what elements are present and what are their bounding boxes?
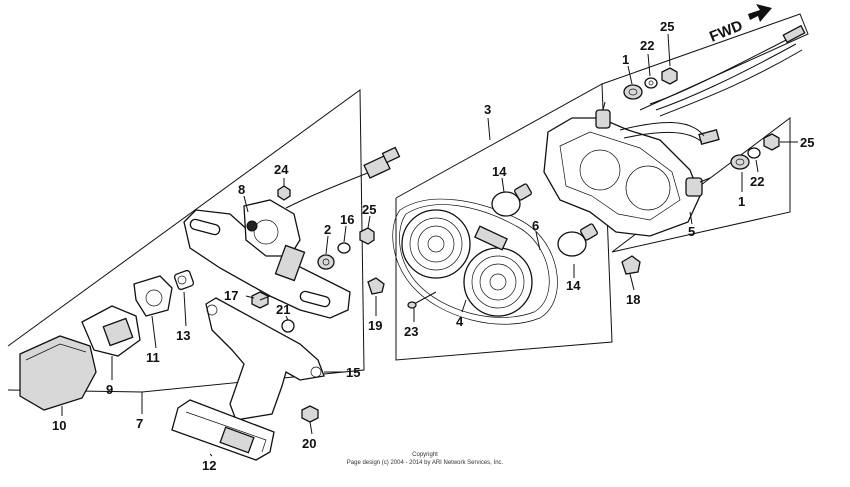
callout-labels: 1 22 25 3 14 6 14 5 25 22 1 18 23 4 24 8…	[52, 19, 814, 473]
callout-23: 23	[404, 324, 418, 339]
bulb-right	[557, 223, 598, 257]
callout-7: 7	[136, 416, 143, 431]
collar-16	[337, 242, 351, 254]
washer-22-right	[747, 147, 761, 159]
socket-13	[173, 269, 195, 291]
leader-lines	[61, 33, 798, 457]
callout-14-left: 14	[492, 164, 507, 179]
license-light-bracket	[183, 199, 351, 319]
callout-14-right: 14	[566, 278, 581, 293]
group-outline-7	[7, 89, 365, 393]
grommet-2	[317, 254, 335, 270]
grommet-1-top	[623, 84, 643, 100]
callout-20: 20	[302, 436, 316, 451]
rear-lamp-housing	[543, 101, 720, 237]
fwd-label: FWD	[707, 17, 745, 46]
callout-21: 21	[276, 302, 290, 317]
washer-22-top	[644, 77, 658, 89]
nut-25-left	[359, 227, 375, 245]
callout-1-right: 1	[738, 194, 745, 209]
clip-19	[367, 277, 385, 295]
callout-12: 12	[202, 458, 216, 473]
bulb-left	[491, 183, 532, 217]
reflector-12	[171, 399, 275, 461]
forward-direction-arrow: FWD	[707, 4, 772, 46]
nut-25-top	[661, 67, 678, 85]
callout-25-top: 25	[660, 19, 674, 34]
callout-25-right: 25	[800, 135, 814, 150]
clip-18	[621, 255, 641, 275]
wire-harness	[649, 24, 806, 117]
lens-gasket	[392, 198, 558, 325]
bolt-17	[251, 291, 271, 309]
callout-17: 17	[224, 288, 238, 303]
nut-25-right	[763, 133, 780, 151]
callout-2: 2	[324, 222, 331, 237]
screw-23	[407, 291, 437, 309]
arrow-icon	[748, 4, 772, 22]
callout-6: 6	[532, 218, 539, 233]
callout-18: 18	[626, 292, 640, 307]
callout-16: 16	[340, 212, 354, 227]
collar-21	[281, 319, 295, 333]
copyright-notice: Copyright Page design (c) 2004 - 2014 by…	[347, 452, 504, 466]
tail-light-lens	[401, 209, 533, 317]
group-outline-3	[395, 83, 613, 361]
callout-22-top: 22	[640, 38, 654, 53]
callout-1-top: 1	[622, 52, 629, 67]
connector-24	[277, 146, 401, 209]
nut-20	[301, 405, 319, 423]
callout-3: 3	[484, 102, 491, 117]
bracket-15	[205, 297, 340, 421]
callout-24: 24	[274, 162, 289, 177]
callout-19: 19	[368, 318, 382, 333]
callout-10: 10	[52, 418, 66, 433]
callout-22-right: 22	[750, 174, 764, 189]
lens-9	[81, 305, 141, 357]
grommet-1-right	[730, 154, 750, 170]
cover-10	[19, 335, 97, 411]
callout-13: 13	[176, 328, 190, 343]
callout-8: 8	[238, 182, 245, 197]
callout-5: 5	[688, 224, 695, 239]
callout-15: 15	[346, 365, 360, 380]
callout-11: 11	[146, 350, 160, 365]
copyright-line-2: Page design (c) 2004 - 2014 by ARI Netwo…	[347, 460, 504, 466]
callout-4: 4	[456, 314, 464, 329]
copyright-line-1: Copyright	[412, 452, 438, 458]
gasket-11	[133, 275, 173, 317]
callout-9: 9	[106, 382, 113, 397]
callout-25-left: 25	[362, 202, 376, 217]
